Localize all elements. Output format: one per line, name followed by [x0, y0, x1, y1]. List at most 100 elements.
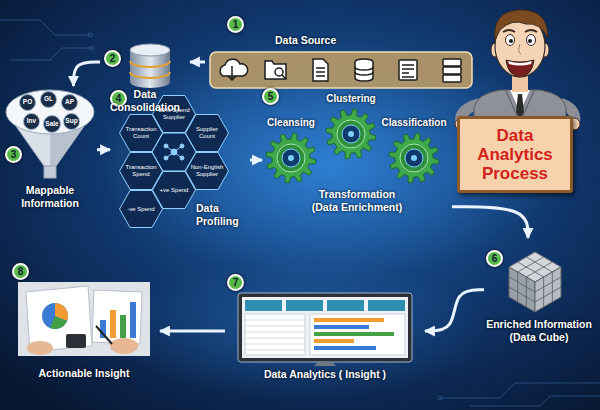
data-source-bar [220, 59, 461, 82]
cartoon-man [508, 61, 532, 66]
cartoon-man [495, 10, 548, 40]
step-number-text: 6 [492, 254, 498, 264]
stage-caption: Transformation (Data Enrichment) [307, 188, 407, 213]
cartoon-man [506, 91, 534, 118]
step-number: 1 [227, 16, 244, 33]
process-stage: Data Analytics ( Insight ) 7 [225, 272, 425, 390]
insight-photo [110, 310, 116, 338]
step-number: 8 [12, 263, 29, 280]
step-number: 3 [5, 146, 22, 163]
insight-photo [96, 326, 112, 344]
profile-hex: -ve Spend [119, 190, 163, 228]
source-label: AP [65, 99, 74, 106]
dashboard-screen [327, 300, 364, 311]
data-source-bar [210, 52, 472, 88]
insight-photo [50, 316, 67, 329]
step-number-text: 2 [110, 54, 116, 64]
profile-label: Supplier Count [189, 126, 225, 139]
data-source-bar [402, 65, 414, 77]
source-circle: Sale [43, 115, 61, 133]
hex-outline [120, 191, 163, 228]
profile-hex: Supplier Count [185, 114, 229, 152]
profile-label: -ve Spend [123, 206, 159, 213]
dashboard-screen [314, 339, 354, 343]
dashboard-screen [314, 346, 376, 350]
funnel-icon [6, 90, 94, 134]
cartoon-man [519, 44, 521, 54]
flow-arrow [425, 290, 484, 331]
data-source-bar [265, 61, 286, 79]
dashboard-screen [238, 293, 412, 362]
gear-shape [266, 133, 316, 183]
cartoon-man [527, 35, 536, 46]
cartoon-man [455, 10, 580, 130]
dashboard-screen [238, 293, 412, 366]
glow [110, 260, 490, 400]
dashboard-screen [245, 314, 305, 355]
profile-label: Non-English Supplier [189, 164, 225, 177]
gear-label: Clustering [326, 93, 375, 104]
database-icon [130, 44, 170, 88]
data-source-bar [210, 52, 472, 88]
gear-ring [337, 120, 365, 148]
insight-photo [120, 315, 126, 338]
data-source-bar [399, 60, 417, 80]
source-circle: GL [40, 91, 57, 108]
source-label: Inv [27, 118, 36, 125]
step-number: 6 [486, 250, 503, 267]
step-number-text: 5 [268, 92, 274, 102]
flow-arrow [190, 60, 205, 63]
source-label: Sale [45, 121, 58, 128]
gear-hub [405, 149, 423, 167]
gear-ring [400, 144, 428, 172]
data-cube [509, 267, 535, 312]
database-icon [130, 44, 170, 56]
profile-label: Transaction Spend [123, 164, 159, 177]
data-source-bar [355, 62, 373, 81]
data-source-bar [228, 66, 236, 80]
gear-shape [265, 132, 317, 184]
source-label: PO [23, 99, 32, 106]
step-number: 7 [227, 274, 244, 291]
cartoon-man [506, 60, 534, 77]
dashboard-screen [242, 297, 408, 358]
gear-label: Classification [381, 117, 446, 128]
dashboard-screen [368, 300, 405, 311]
gear-label: Cleansing [267, 117, 315, 128]
connectors [74, 62, 529, 331]
gear-hub [411, 155, 417, 161]
circuit-lines [0, 20, 600, 406]
dashboard-screen [310, 314, 405, 355]
data-source-bar [275, 68, 283, 76]
gear-ring [277, 144, 305, 172]
insight-photo [66, 334, 86, 348]
source-label: Sup [65, 118, 77, 125]
gear: Cleansing [262, 112, 320, 186]
process-stage: Enriched Information (Data Cube)6 [484, 238, 594, 353]
data-cube [509, 272, 535, 307]
source-circle: PO [19, 94, 36, 111]
data-source-bar [316, 68, 325, 76]
step-number-text: 7 [233, 278, 239, 288]
dashboard-screen [314, 325, 369, 329]
circuit-lines [438, 396, 442, 400]
stage-caption: Data Profiling [196, 202, 250, 227]
hex-outline [186, 115, 229, 152]
gear: Classification [378, 112, 450, 186]
data-cube [535, 272, 561, 307]
profile-label: Transaction Count [123, 126, 159, 139]
sign-board: Data Analytics Process [457, 116, 573, 193]
sign-text: Data Analytics Process [466, 126, 564, 183]
stage-caption: Data Analytics ( Insight ) [225, 368, 425, 381]
dashboard-screen [314, 318, 384, 322]
gear-hub [348, 131, 354, 137]
source-circle: Inv [23, 113, 40, 130]
step-number-text: 1 [233, 20, 239, 30]
data-source-bar [355, 67, 373, 75]
data-source-bar [443, 75, 461, 82]
step-number-text: 4 [116, 94, 122, 104]
